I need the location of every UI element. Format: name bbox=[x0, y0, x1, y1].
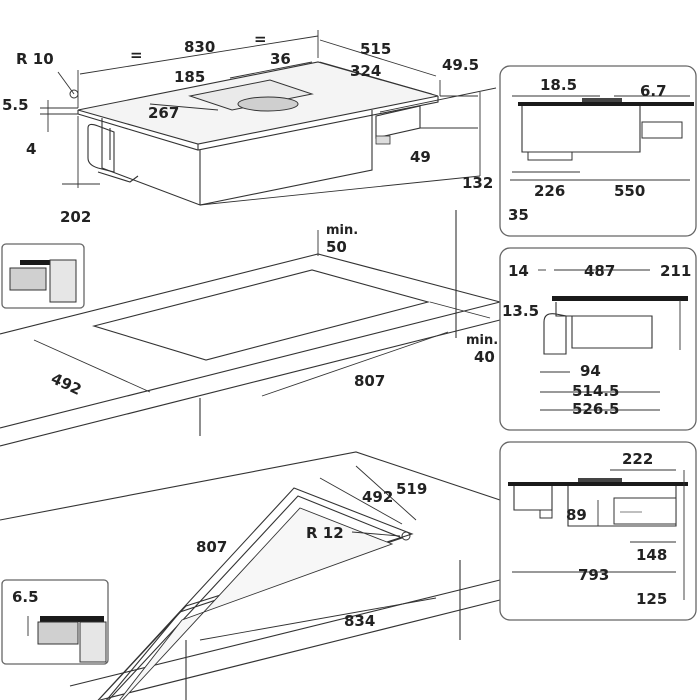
panel2-526-5-label: 526.5 bbox=[572, 400, 619, 418]
panel1-18-5-label: 18.5 bbox=[540, 76, 577, 94]
dim-202-label: 202 bbox=[60, 208, 91, 226]
cutout-492-label: 492 bbox=[48, 369, 84, 399]
panel3-89-label: 89 bbox=[566, 506, 587, 524]
panel1-226-label: 226 bbox=[534, 182, 565, 200]
flush-radius-label: R 12 bbox=[306, 524, 344, 542]
side-panel-3-labels: 222 89 148 793 125 bbox=[566, 450, 667, 608]
top-view-labels: R 10 = 830 = 185 36 515 324 49.5 5.5 4 2… bbox=[2, 30, 493, 226]
panel3-148-label: 148 bbox=[636, 546, 667, 564]
flush-6-5-label: 6.5 bbox=[12, 588, 39, 606]
min-50-word: min. bbox=[326, 223, 358, 238]
dim-49-label: 49 bbox=[410, 148, 431, 166]
min-40-word: min. bbox=[466, 333, 498, 348]
panel2-211-label: 211 bbox=[660, 262, 691, 280]
panel2-94-label: 94 bbox=[580, 362, 601, 380]
min-50-value: 50 bbox=[326, 238, 347, 256]
equal-left-label: = bbox=[130, 46, 143, 64]
dim-36-label: 36 bbox=[270, 50, 291, 68]
top-view-dimensions bbox=[40, 30, 497, 206]
panel2-514-5-label: 514.5 bbox=[572, 382, 619, 400]
dim-132-label: 132 bbox=[462, 174, 493, 192]
panel3-125-label: 125 bbox=[636, 590, 667, 608]
width-830-label: 830 bbox=[184, 38, 215, 56]
min-40-value: 40 bbox=[474, 348, 495, 366]
side-panel-1 bbox=[499, 65, 697, 237]
equal-right-label: = bbox=[254, 30, 267, 48]
mount-type-icon-flush: 6.5 bbox=[1, 579, 109, 665]
side-panel-2 bbox=[499, 247, 697, 431]
radius-label: R 10 bbox=[16, 50, 54, 68]
panel2-487-label: 487 bbox=[584, 262, 615, 280]
panel2-14-label: 14 bbox=[508, 262, 529, 280]
side-panel-3 bbox=[499, 441, 697, 621]
flush-mount-view bbox=[0, 451, 501, 700]
vent-opening bbox=[188, 79, 314, 111]
worktop-cutout-view bbox=[0, 210, 501, 447]
cutout-labels: min. 50 min. 40 492 807 bbox=[48, 223, 498, 399]
cutout-807-label: 807 bbox=[354, 372, 385, 390]
dim-4-label: 4 bbox=[26, 140, 36, 158]
side-panel-2-labels: 14 487 211 13.5 94 514.5 526.5 bbox=[502, 262, 691, 418]
panel1-550-label: 550 bbox=[614, 182, 645, 200]
dim-324-label: 324 bbox=[350, 62, 381, 80]
dim-5-5-label: 5.5 bbox=[2, 96, 29, 114]
dim-185-label: 185 bbox=[174, 68, 205, 86]
side-panel-1-labels: 18.5 6.7 226 550 35 bbox=[508, 76, 667, 224]
panel1-35-label: 35 bbox=[508, 206, 529, 224]
flush-492-label: 492 bbox=[362, 488, 393, 506]
vent-grille bbox=[237, 96, 299, 112]
dim-49-5-label: 49.5 bbox=[442, 56, 479, 74]
dim-515-label: 515 bbox=[360, 40, 391, 58]
panel3-222-label: 222 bbox=[622, 450, 653, 468]
dim-267-label: 267 bbox=[148, 104, 179, 122]
cutout-opening bbox=[91, 269, 431, 361]
flush-834-label: 834 bbox=[344, 612, 375, 630]
flush-labels: 519 492 807 R 12 834 bbox=[196, 480, 427, 630]
panel1-6-7-label: 6.7 bbox=[640, 82, 667, 100]
flush-519-label: 519 bbox=[396, 480, 427, 498]
panel3-793-label: 793 bbox=[578, 566, 609, 584]
mount-type-icon-standard bbox=[1, 243, 85, 309]
panel2-13-5-label: 13.5 bbox=[502, 302, 539, 320]
flush-807-label: 807 bbox=[196, 538, 227, 556]
hob-top-view bbox=[77, 61, 439, 206]
